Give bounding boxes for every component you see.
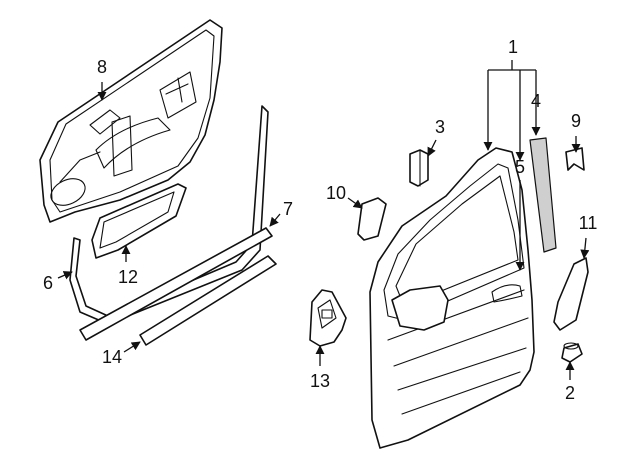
plug-part: [561, 342, 583, 363]
callout-labels: 1 2 3 4 5 6 7 8 9 10 11 12 13 14: [43, 37, 597, 403]
pad-part: [357, 197, 387, 241]
callout-7: 7: [283, 199, 293, 219]
callout-3: 3: [435, 117, 445, 137]
sill-molding-part: [139, 255, 277, 346]
side-guard-part: [553, 257, 589, 331]
callout-6: 6: [43, 273, 53, 293]
belt-molding-part: [79, 227, 273, 341]
callout-10: 10: [326, 183, 346, 203]
door-trim-panel-part: [39, 19, 223, 223]
callout-2: 2: [565, 383, 575, 403]
callout-4: 4: [531, 91, 541, 111]
callout-8: 8: [97, 57, 107, 77]
callout-1: 1: [508, 37, 518, 57]
leader-lines: [57, 60, 590, 380]
latch-bracket-part: [309, 289, 347, 347]
weatherstrip-seal-part: [69, 105, 269, 325]
callout-11: 11: [579, 213, 598, 233]
armrest-trim-part: [91, 183, 187, 259]
callout-9: 9: [571, 111, 581, 131]
pillar-molding-part: [529, 137, 557, 253]
callout-12: 12: [118, 267, 138, 287]
callout-5: 5: [515, 157, 525, 177]
door-shell-part: [369, 147, 535, 449]
bracket-part: [409, 149, 429, 187]
clip-part: [565, 147, 585, 171]
callout-13: 13: [310, 371, 330, 391]
callout-14: 14: [102, 347, 122, 367]
